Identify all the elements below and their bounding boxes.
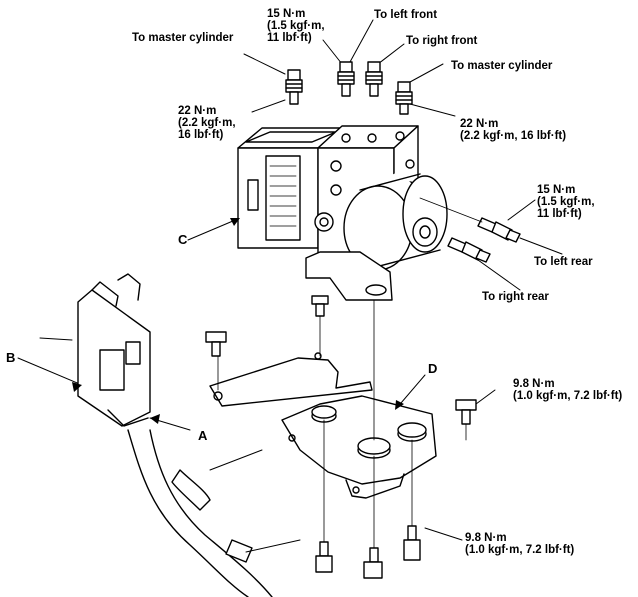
torque-top-line-2: (1.5 kgf·m, bbox=[267, 20, 325, 32]
torque-15-rear-line-1: 15 N·m bbox=[537, 184, 576, 196]
alignment-lines bbox=[217, 299, 467, 549]
bolt-icon bbox=[311, 295, 329, 317]
ecu-housing bbox=[237, 127, 341, 249]
label-to-right-rear: To right rear bbox=[482, 291, 549, 303]
torque-22-left-line-2: (2.2 kgf·m, bbox=[178, 117, 236, 129]
label-torque-15-rear: 15 N·m (1.5 kgf·m, 11 lbf·ft) bbox=[537, 184, 595, 220]
label-to-right-front: To right front bbox=[406, 35, 478, 47]
label-torque-22-left: 22 N·m (2.2 kgf·m, 16 lbf·ft) bbox=[178, 105, 236, 141]
bolt-icon bbox=[403, 525, 421, 561]
torque-15-rear-line-2: (1.5 kgf·m, bbox=[537, 196, 595, 208]
torque-22-right-line-1: 22 N·m bbox=[460, 118, 499, 130]
pump-motor bbox=[343, 172, 448, 271]
flare-nut-icon bbox=[447, 237, 491, 263]
torque-22-left-line-1: 22 N·m bbox=[178, 105, 217, 117]
label-to-master-cylinder-right: To master cylinder bbox=[451, 60, 553, 72]
label-torque-bracket-lower: 9.8 N·m (1.0 kgf·m, 7.2 lbf·ft) bbox=[465, 532, 574, 556]
callout-b: B bbox=[6, 350, 16, 365]
torque-15-rear-line-3: 11 lbf·ft) bbox=[537, 208, 582, 220]
flare-nut-icon bbox=[395, 81, 413, 115]
label-to-left-rear: To left rear bbox=[534, 256, 593, 268]
torque-bracket-lower-line-1: 9.8 N·m bbox=[465, 532, 507, 544]
torque-22-left-line-3: 16 lbf·ft) bbox=[178, 129, 224, 141]
mount-base bbox=[305, 251, 393, 301]
label-torque-top: 15 N·m (1.5 kgf·m, 11 lbf·ft) bbox=[267, 8, 325, 44]
callout-c: C bbox=[178, 232, 188, 247]
bolt-icon bbox=[363, 547, 383, 579]
torque-top-line-1: 15 N·m bbox=[267, 8, 306, 20]
bolt-icon bbox=[315, 541, 333, 573]
label-to-master-cylinder-left: To master cylinder bbox=[132, 32, 234, 44]
flare-nut-icon bbox=[365, 61, 383, 97]
bolt-icon bbox=[205, 331, 227, 357]
torque-22-right-line-2: (2.2 kgf·m, 16 lbf·ft) bbox=[460, 130, 567, 142]
arrowheads bbox=[72, 218, 404, 424]
torque-top-line-3: 11 lbf·ft) bbox=[267, 32, 312, 44]
wire-harness bbox=[127, 429, 301, 597]
torque-bracket-upper-line-2: (1.0 kgf·m, 7.2 lbf·ft) bbox=[513, 390, 623, 402]
label-to-left-front: To left front bbox=[374, 9, 438, 21]
flare-nut-icon bbox=[285, 69, 303, 105]
flare-nut-icon bbox=[337, 61, 355, 97]
bracket-icon bbox=[209, 352, 437, 499]
torque-bracket-lower-line-2: (1.0 kgf·m, 7.2 lbf·ft) bbox=[465, 544, 575, 556]
torque-bracket-upper-line-1: 9.8 N·m bbox=[513, 378, 555, 390]
flare-nut-icon bbox=[419, 197, 521, 243]
callout-a: A bbox=[198, 428, 208, 443]
bolt-icon bbox=[455, 399, 477, 425]
connector-icon bbox=[77, 273, 151, 427]
label-torque-22-right: 22 N·m (2.2 kgf·m, 16 lbf·ft) bbox=[460, 118, 566, 142]
label-torque-bracket-upper: 9.8 N·m (1.0 kgf·m, 7.2 lbf·ft) bbox=[513, 378, 622, 402]
callout-d: D bbox=[428, 361, 438, 376]
